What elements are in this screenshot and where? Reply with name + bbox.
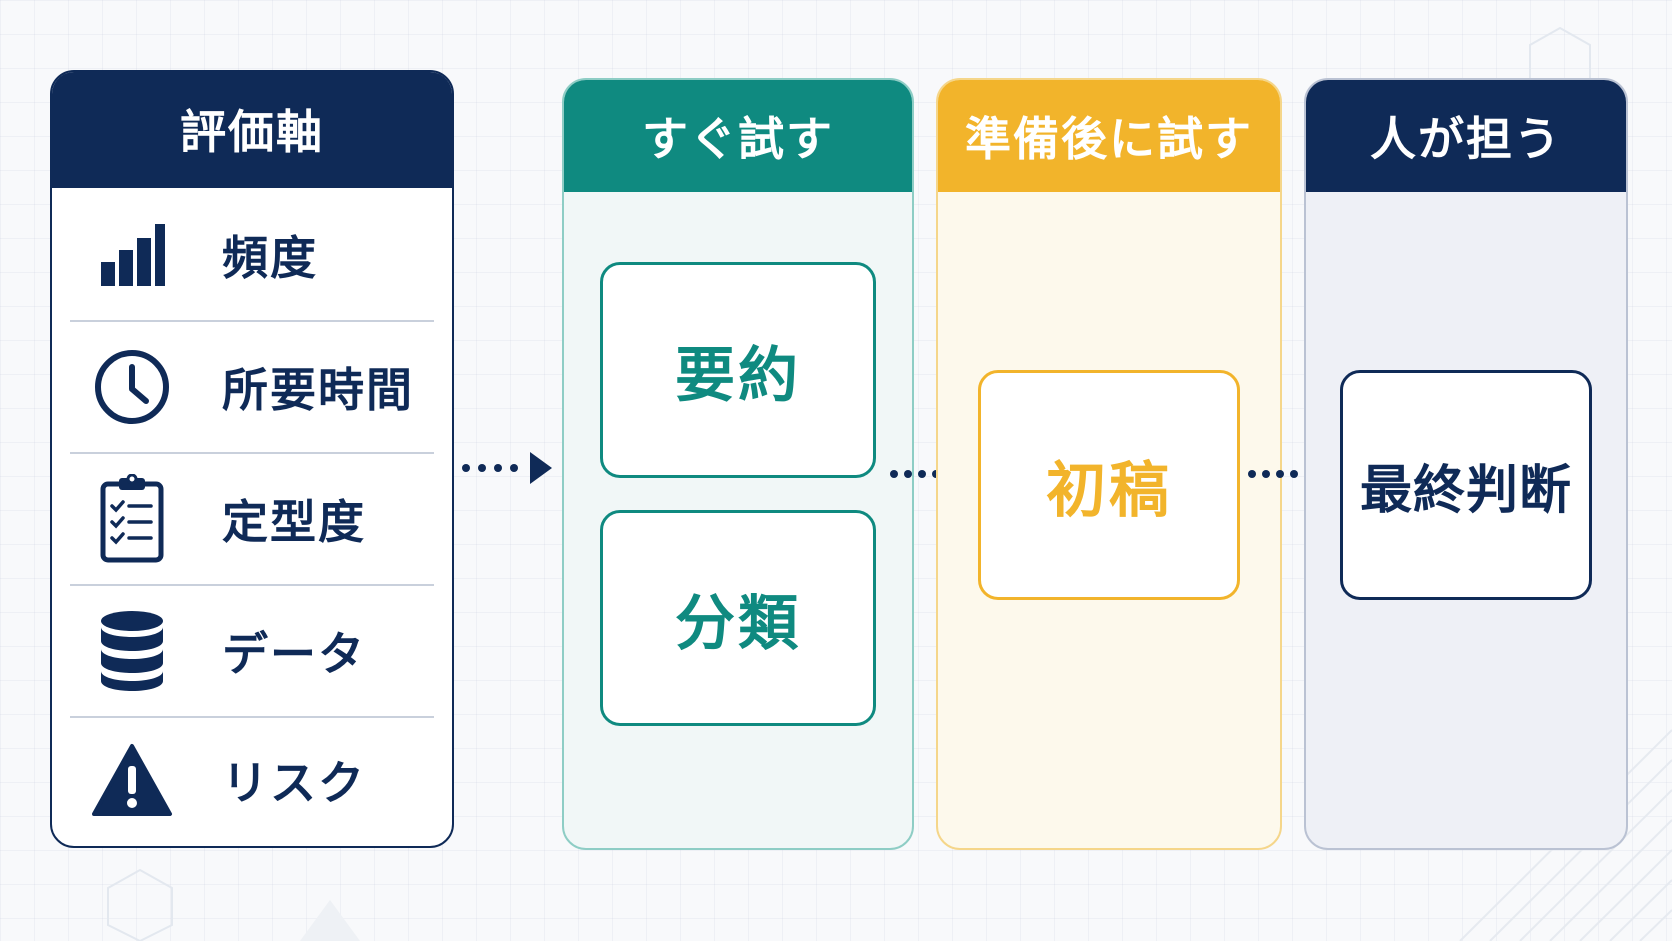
task-card-final-decision: 最終判断 [1340, 370, 1592, 600]
human-column: 人が担う 最終判断 [1304, 78, 1628, 850]
criteria-title: 評価軸 [52, 72, 452, 188]
criteria-item-frequency: 頻度 [70, 190, 434, 322]
human-title: 人が担う [1306, 80, 1626, 192]
try-now-column: すぐ試す 要約 分類 [562, 78, 914, 850]
clock-icon [84, 339, 180, 435]
criteria-label: リスク [222, 756, 366, 810]
try-after-prep-title: 準備後に試す [938, 80, 1280, 192]
try-after-prep-column: 準備後に試す 初稿 [936, 78, 1282, 850]
bar-chart-icon [84, 207, 180, 303]
task-card-first-draft: 初稿 [978, 370, 1240, 600]
warning-icon [84, 732, 180, 828]
criteria-item-risk: リスク [70, 714, 434, 846]
task-card-summary: 要約 [600, 262, 876, 478]
task-card-classification: 分類 [600, 510, 876, 726]
criteria-label: 頻度 [222, 231, 318, 285]
criteria-label: 定型度 [222, 495, 366, 549]
clipboard-checklist-icon [84, 471, 180, 567]
criteria-item-time: 所要時間 [70, 322, 434, 454]
criteria-panel: 評価軸 頻度 所要時間 [50, 70, 454, 848]
criteria-label: 所要時間 [222, 363, 414, 417]
flow-arrow-icon [462, 452, 552, 484]
criteria-item-routine: 定型度 [70, 454, 434, 586]
try-now-title: すぐ試す [564, 80, 912, 192]
database-icon [84, 603, 180, 699]
criteria-label: データ [222, 627, 366, 681]
criteria-item-data: データ [70, 586, 434, 718]
